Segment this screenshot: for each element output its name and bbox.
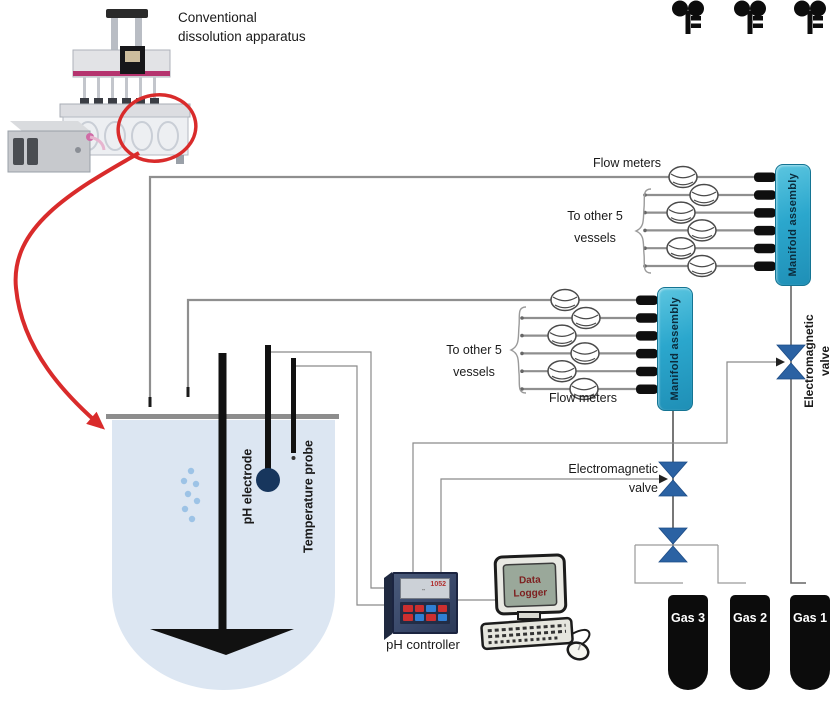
cylinder-split-pipe — [634, 544, 746, 584]
signal-wires — [271, 351, 776, 606]
gas3-valve — [672, 0, 704, 34]
stub-end-dots — [520, 193, 647, 391]
to-other-vessels-label-middle: To other 5 vessels — [424, 340, 524, 383]
keypad-button — [437, 605, 447, 612]
keypad-button — [426, 614, 436, 621]
flow-meter — [666, 236, 696, 260]
highlight-annotation — [13, 93, 198, 430]
photo-caption: Conventional dissolution apparatus — [178, 8, 378, 46]
flow-meters-label-middle: Flow meters — [548, 391, 618, 405]
tube-tips — [148, 387, 190, 407]
electromagnetic-valve-lower — [658, 527, 688, 563]
flow-meter — [569, 377, 599, 401]
vessel1-gas-line-2 — [186, 298, 638, 396]
flow-meter — [689, 183, 719, 207]
data-logger: Data Logger — [480, 553, 591, 661]
temperature-probe — [291, 358, 296, 460]
electromagnetic-valves — [658, 344, 806, 563]
group-braces — [509, 188, 652, 394]
gas-cylinder-1-label: Gas 1 — [792, 611, 828, 625]
apparatus-photo — [7, 9, 191, 173]
keypad-button — [414, 605, 424, 612]
to-other-mid-line2: vessels — [453, 364, 495, 379]
controller-to-right-valve-wire — [412, 361, 776, 573]
manifold-assembly-top: Manifold assembly — [775, 164, 811, 286]
mouse — [566, 641, 590, 661]
monitor-stand — [517, 611, 541, 620]
manifold-connectors — [636, 172, 776, 394]
electromagnetic-valve-label-middle: Electromagnetic valve — [520, 460, 658, 497]
flow-meters-label-top: Flow meters — [592, 156, 662, 170]
temperature-probe-wire — [296, 365, 391, 606]
highlight-circle — [116, 93, 198, 163]
keypad-button — [403, 614, 413, 621]
wire-arrowheads — [659, 357, 785, 484]
keypad-button — [426, 605, 436, 612]
gas-cylinder-2: Gas 2 — [730, 595, 770, 690]
electromagnetic-valve-label-right: Electromagnetic valve — [801, 296, 833, 426]
photo-caption-line1: Conventional — [178, 10, 257, 25]
gas-cylinder-3: Gas 3 — [668, 595, 708, 690]
highlight-arrow — [13, 151, 140, 430]
gas-cylinder-3-label: Gas 3 — [670, 611, 706, 625]
mouse-cable — [571, 628, 591, 645]
emv-middle-line2: valve — [628, 480, 658, 495]
gas-cylinder-2-label: Gas 2 — [732, 611, 768, 625]
gas-cylinder-1: Gas 1 — [790, 595, 830, 690]
manifold-assembly-top-label: Manifold assembly — [787, 173, 799, 277]
controller-to-middle-valve-wire — [440, 478, 659, 573]
electromagnetic-valve-right — [776, 344, 806, 380]
flow-meter — [687, 254, 717, 278]
stirrer — [150, 353, 294, 655]
keyboard — [480, 616, 574, 651]
ph-electrode-wire — [271, 351, 391, 589]
flow-meter — [687, 219, 717, 242]
emv-middle-line1: Electromagnetic — [568, 462, 658, 476]
ph-controller-screen: 1052 -- — [400, 578, 450, 599]
data-logger-screen-line2: Logger — [513, 587, 547, 599]
ph-controller-screen-value: 1052 — [430, 581, 446, 588]
ph-controller-label: pH controller — [386, 637, 460, 652]
ph-controller: 1052 -- — [392, 572, 458, 634]
temperature-probe-label: Temperature probe — [301, 440, 316, 553]
flow-meters — [547, 165, 719, 401]
ph-electrode — [256, 345, 280, 492]
keypad-button — [403, 605, 413, 612]
electromagnetic-valve-middle — [658, 461, 688, 497]
manifold-assembly-middle-label: Manifold assembly — [669, 297, 681, 401]
gas1-valve — [794, 0, 826, 34]
vessel1-gas-line — [148, 175, 757, 406]
flow-meter — [570, 342, 600, 365]
flow-meter — [550, 288, 580, 312]
ph-controller-keypad — [400, 602, 450, 624]
flow-meter — [668, 165, 698, 189]
to-other-top-line1: To other 5 — [567, 209, 623, 223]
to-other-mid-line1: To other 5 — [446, 343, 502, 357]
flow-meter — [571, 306, 601, 330]
ph-controller-side — [384, 572, 392, 640]
to-other-top-line2: vessels — [574, 230, 616, 245]
flow-meter — [547, 359, 577, 383]
data-logger-screen-line1: Data — [519, 575, 541, 587]
emv-right-line1: Electromagnetic — [802, 314, 816, 408]
photo-caption-line2: dissolution apparatus — [178, 29, 306, 44]
keypad-button — [414, 614, 424, 621]
ph-electrode-label: pH electrode — [240, 448, 255, 525]
flow-meter — [666, 201, 696, 224]
flow-meter — [547, 324, 577, 347]
manifold-top-outlet-pipe — [790, 284, 806, 584]
manifold-assembly-middle: Manifold assembly — [657, 287, 693, 411]
gas-bubbles — [180, 467, 201, 523]
emv-right-line2: valve — [818, 345, 832, 377]
to-other-vessels-label-top: To other 5 vessels — [545, 206, 645, 249]
gas2-valve — [734, 0, 766, 34]
keypad-button — [437, 614, 447, 621]
ph-controller-screen-tick: -- — [421, 587, 426, 593]
